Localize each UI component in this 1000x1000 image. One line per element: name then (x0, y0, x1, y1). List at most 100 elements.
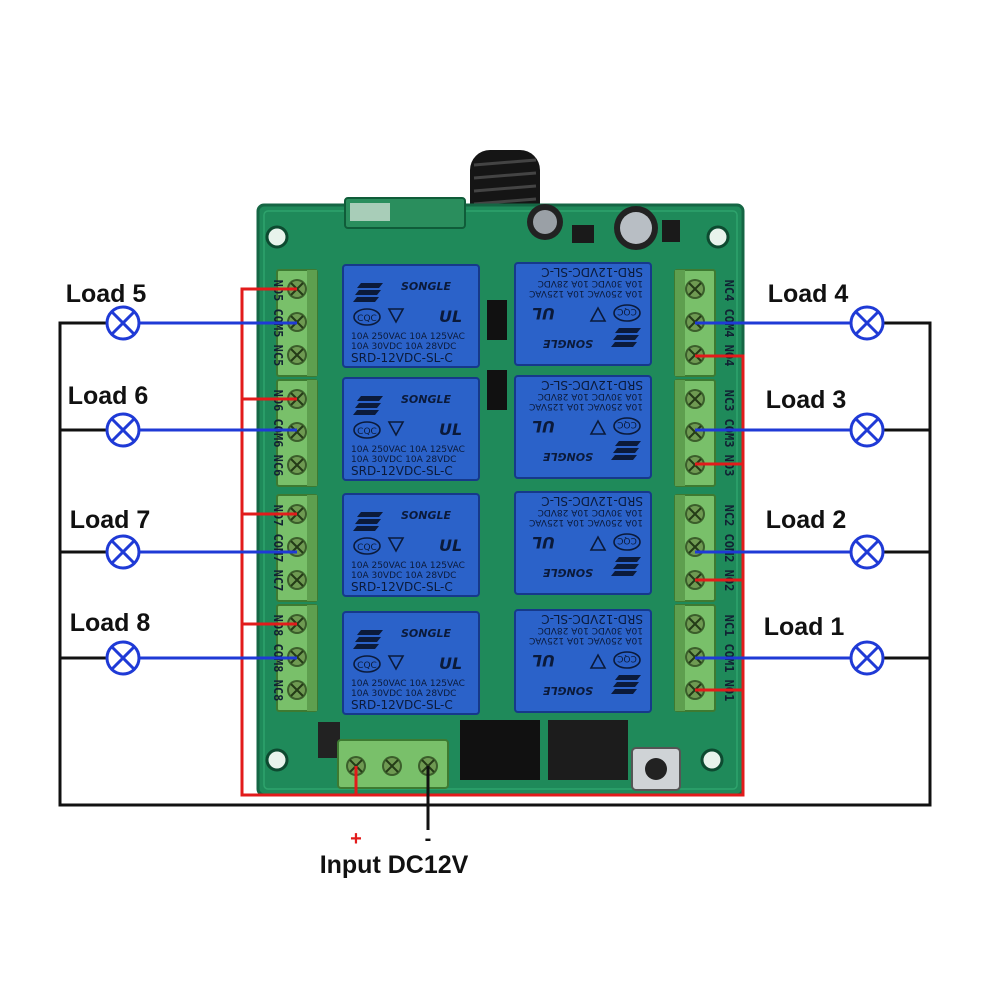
terminal-screw-icon (286, 536, 308, 558)
relay-model: SRD-12VDC-SL-C (351, 351, 453, 365)
capacitor-small (527, 204, 563, 240)
terminal-screw-icon (286, 679, 308, 701)
cqc-mark-icon (613, 533, 641, 551)
terminal-screw-icon (286, 569, 308, 591)
relay-brand: SONGLE (542, 450, 593, 463)
songle-logo-icon (611, 675, 641, 694)
cert-cqc: CQC (617, 419, 637, 429)
relay-rating-1: 10A 250VAC 10A 125VAC (529, 635, 643, 645)
cert-ul: UL (532, 417, 555, 436)
cert-ul: UL (532, 533, 555, 552)
relay-rating-1: 10A 250VAC 10A 125VAC (351, 445, 465, 455)
load-label: Load 7 (70, 506, 151, 534)
relay-rating-1: 10A 250VAC 10A 125VAC (351, 332, 465, 342)
relay-model: SRD-12VDC-SL-C (351, 580, 453, 594)
reset-button (631, 747, 681, 791)
relay-rating-2: 10A 30VDC 10A 28VDC (538, 278, 643, 288)
relay-rating-2: 10A 30VDC 10A 28VDC (538, 391, 643, 401)
lamp-icon (105, 412, 141, 448)
load-label: Load 6 (68, 382, 149, 410)
lamp-icon (105, 534, 141, 570)
black-wire-return-left (58, 321, 428, 807)
terminal-screw-icon (684, 388, 706, 410)
songle-logo-icon (611, 557, 641, 576)
cert-ul: UL (439, 654, 462, 673)
songle-logo-icon (611, 441, 641, 460)
cert-cqc: CQC (617, 306, 637, 316)
lamp-icon (105, 640, 141, 676)
load-7: Load 2 (766, 506, 885, 570)
load-5: Load 4 (768, 280, 885, 341)
relay-model: SRD-12VDC-SL-C (351, 464, 453, 478)
transistor-chip (572, 225, 594, 243)
warning-triangle-icon (387, 537, 405, 553)
terminal-screw-icon (684, 421, 706, 443)
cqc-mark-icon (353, 655, 381, 673)
terminal-label: NO6 COM6 NC6 (271, 390, 285, 477)
load-6: Load 3 (766, 386, 885, 448)
loads: Load 5 Load 6 Load 7 Load 8 Load 4 Load 3 Load… (66, 280, 885, 676)
songle-logo-icon (353, 630, 383, 649)
cqc-mark-icon (353, 537, 381, 555)
songle-logo-icon (353, 512, 383, 531)
terminal-block-right-2: NC2 COM2 NO2 (674, 494, 736, 602)
warning-triangle-icon (387, 421, 405, 437)
load-label: Load 1 (764, 613, 845, 641)
power-terminal (337, 739, 449, 789)
warning-triangle-icon (589, 653, 607, 669)
songle-logo-icon (353, 283, 383, 302)
terminal-label: NC3 COM3 NO3 (722, 390, 736, 477)
warning-triangle-icon (387, 308, 405, 324)
songle-logo-icon (611, 328, 641, 347)
cert-ul: UL (439, 307, 462, 326)
load-label: Load 4 (768, 280, 849, 308)
relay-brand: SONGLE (542, 684, 593, 697)
load-label: Load 3 (766, 386, 847, 414)
warning-triangle-icon (589, 535, 607, 551)
relay-brand: SONGLE (401, 393, 452, 406)
relay-model: SRD-12VDC-SL-C (541, 265, 643, 279)
cert-cqc: CQC (357, 543, 377, 553)
lamp-icon (849, 534, 885, 570)
relay-rating-1: 10A 250VAC 10A 125VAC (529, 401, 643, 411)
lamp-icon (849, 640, 885, 676)
red-wire-plus-right (242, 354, 745, 797)
terminal-screw-icon (684, 503, 706, 525)
cert-cqc: CQC (357, 314, 377, 324)
songle-logo-icon (353, 396, 383, 415)
plus-sign: + (350, 828, 362, 850)
ic-chip (548, 720, 628, 780)
load-4: Load 8 (70, 609, 150, 676)
relay-brand: SONGLE (401, 627, 452, 640)
terminal-block-left-1: NO6 COM6 NC6 (271, 379, 318, 487)
cqc-mark-icon (613, 304, 641, 322)
relay-model: SRD-12VDC-SL-C (541, 378, 643, 392)
cert-cqc: CQC (617, 535, 637, 545)
load-2: Load 6 (68, 382, 149, 448)
black-wire-return-right (428, 321, 932, 807)
relay-rating-1: 10A 250VAC 10A 125VAC (351, 561, 465, 571)
cqc-mark-icon (613, 651, 641, 669)
cert-cqc: CQC (357, 661, 377, 671)
lamp-icon (105, 305, 141, 341)
relay-rating-2: 10A 30VDC 10A 28VDC (538, 625, 643, 635)
load-1: Load 5 (66, 280, 146, 341)
cert-cqc: CQC (357, 427, 377, 437)
warning-triangle-icon (589, 419, 607, 435)
relay-model: SRD-12VDC-SL-C (541, 612, 643, 626)
terminal-label: NO7 COM7 NC7 (271, 505, 285, 592)
regulator-chip (662, 220, 680, 242)
cqc-mark-icon (353, 308, 381, 326)
pcb-board (256, 203, 745, 797)
load-8: Load 1 (764, 613, 885, 676)
minus-sign: - (425, 828, 432, 850)
relay-rating-2: 10A 30VDC 10A 28VDC (351, 342, 456, 352)
relay-rating-2: 10A 30VDC 10A 28VDC (351, 689, 456, 699)
relay-model: SRD-12VDC-SL-C (541, 494, 643, 508)
